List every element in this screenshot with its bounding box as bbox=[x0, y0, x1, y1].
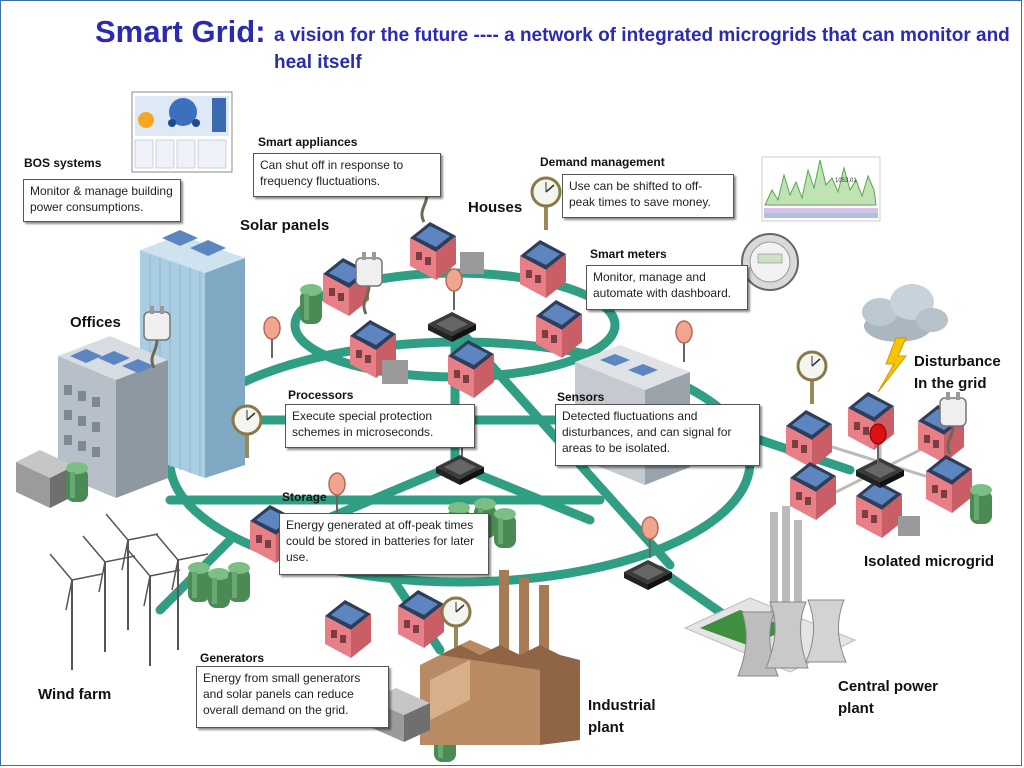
disturbance-label-line2: In the grid bbox=[914, 375, 987, 392]
meter-chart-readout: 1053.01 bbox=[835, 178, 857, 184]
processors-callout: Execute special protection schemes in mi… bbox=[285, 404, 475, 448]
title-main: Smart Grid: bbox=[95, 14, 266, 49]
microgrid-alert-light bbox=[869, 423, 887, 465]
sensors-heading: Sensors bbox=[557, 390, 605, 404]
central-power-plant-label-line1: Central power bbox=[838, 678, 939, 695]
smart-meters-heading: Smart meters bbox=[590, 247, 667, 261]
low-office-building bbox=[58, 336, 168, 498]
industrial-plant-label-line2: plant bbox=[588, 719, 624, 736]
central-power-plant-label-line2: plant bbox=[838, 700, 874, 717]
bos-dashboard-image bbox=[131, 91, 233, 173]
offices-label: Offices bbox=[70, 314, 121, 331]
sensors-callout: Detected fluctuations and disturbances, … bbox=[555, 404, 760, 466]
bos-heading: BOS systems bbox=[24, 156, 102, 170]
generators-heading: Generators bbox=[200, 651, 265, 665]
title-subtitle: a vision for the future ---- a network o… bbox=[274, 25, 1010, 73]
solar-panels-label: Solar panels bbox=[240, 217, 330, 234]
industrial-plant-building bbox=[420, 570, 580, 745]
bos-callout: Monitor & manage building power consumpt… bbox=[23, 179, 181, 222]
smart-meters-callout: Monitor, manage and automate with dashbo… bbox=[586, 265, 748, 310]
processors-heading: Processors bbox=[288, 388, 354, 402]
houses-label: Houses bbox=[468, 199, 523, 216]
storage-callout: Energy generated at off-peak times could… bbox=[279, 513, 489, 575]
meter-data-chart-image: 1053.01 bbox=[761, 156, 881, 222]
smart-appliances-heading: Smart appliances bbox=[258, 135, 358, 149]
generators-callout: Energy from small generators and solar p… bbox=[196, 666, 389, 728]
industrial-plant-label-line1: Industrial bbox=[588, 697, 656, 714]
wind-farm-label: Wind farm bbox=[38, 686, 112, 703]
disturbance-label-line1: Disturbance bbox=[914, 353, 1001, 370]
storage-heading: Storage bbox=[282, 490, 327, 504]
central-power-plant bbox=[683, 506, 857, 677]
smart-appliances-callout: Can shut off in response to frequency fl… bbox=[253, 153, 441, 197]
storm-cloud bbox=[862, 284, 948, 393]
demand-management-callout: Use can be shifted to off-peak times to … bbox=[562, 174, 734, 218]
smart-meter-device bbox=[741, 233, 799, 291]
isolated-microgrid-label: Isolated microgrid bbox=[864, 553, 995, 570]
demand-management-heading: Demand management bbox=[540, 155, 665, 169]
